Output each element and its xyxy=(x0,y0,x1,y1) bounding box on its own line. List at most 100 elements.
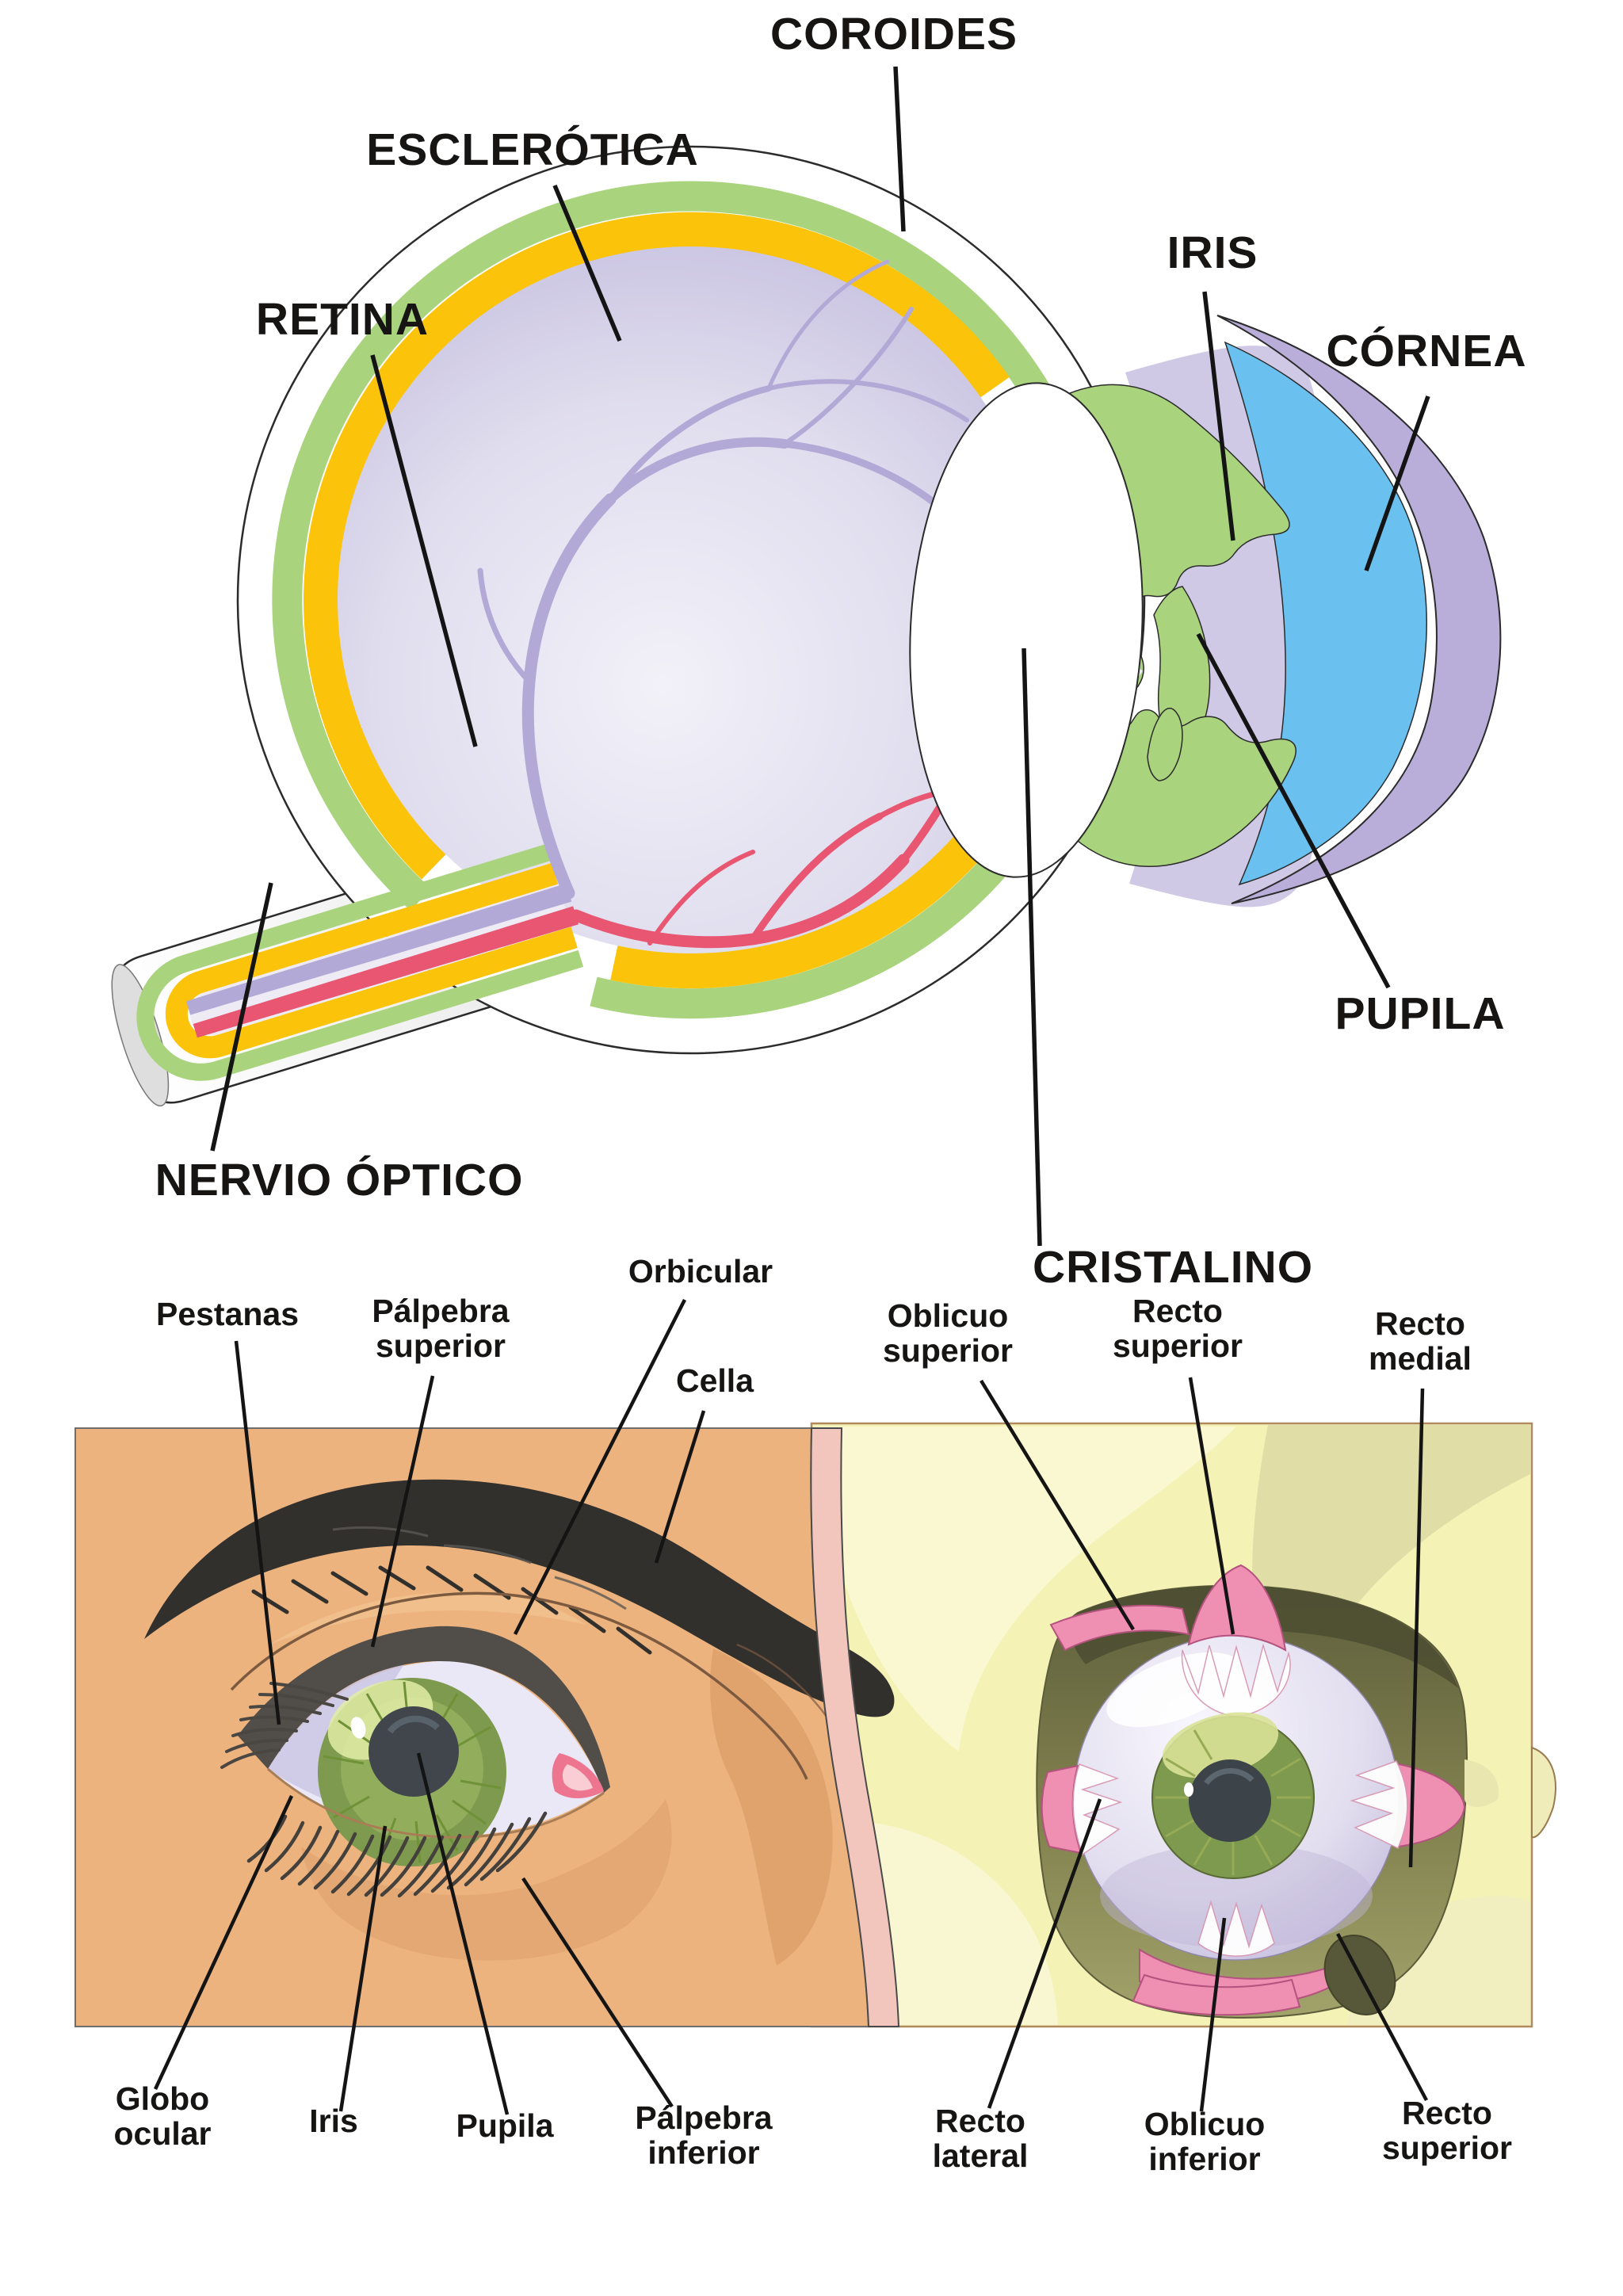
under-eye-shadow xyxy=(301,1799,672,1961)
external-eye-labels: Pestanas Pálpebra superior Orbicular Cel… xyxy=(113,1253,773,2171)
lens-cristalino xyxy=(909,382,1144,878)
pointer-esclerotica xyxy=(552,184,622,342)
stalk-nerve-fiber xyxy=(185,883,572,1015)
label-recto-superior-bottom-line1: Recto xyxy=(1402,2095,1492,2131)
medial-tendon xyxy=(1350,1760,1408,1850)
label-recto-medial-line1: Recto xyxy=(1375,1305,1465,1342)
pointer-oblicuo-inferior xyxy=(1199,1917,1227,2112)
eye-muscles-labels: Oblicuo superior Recto superior Recto me… xyxy=(883,1293,1512,2177)
stalk-retina-layer xyxy=(165,862,578,1059)
pointer-palpebra-inferior xyxy=(521,1877,674,2108)
label-oblicuo-inferior-line1: Oblicuo xyxy=(1144,2106,1266,2142)
muscle-tendons xyxy=(1072,1643,1408,1957)
label-palpebra-inferior-line2: inferior xyxy=(647,2134,759,2171)
pointer-oblicuo-superior xyxy=(980,1379,1135,1631)
superior-rectus-muscle xyxy=(1187,1564,1287,1652)
stalk-artery xyxy=(193,906,579,1038)
label-recto-lateral: Recto lateral xyxy=(933,1798,1102,2174)
eyeball-bottom-shade xyxy=(1100,1843,1373,1948)
catchlight xyxy=(350,1717,366,1739)
label-globo-ocular-line1: Globo xyxy=(116,2080,209,2117)
label-coroides: COROIDES xyxy=(770,9,1018,232)
vitreous-body xyxy=(338,246,1044,953)
pointer-recto-medial xyxy=(1408,1388,1425,1868)
upper-eyelid-band xyxy=(238,1626,610,1793)
label-recto-superior-bottom: Recto superior xyxy=(1336,1932,1512,2166)
pointer-cornea xyxy=(1364,395,1430,571)
label-pupila-section: PUPILA xyxy=(1196,632,1505,1039)
choroid-arc-main xyxy=(272,181,1060,911)
label-oblicuo-inferior: Oblicuo inferior xyxy=(1144,1917,1266,2177)
eyebrow-hair-spikes xyxy=(251,1565,652,1655)
superior-oblique-muscle xyxy=(1049,1604,1190,1652)
label-coroides-text: COROIDES xyxy=(770,9,1018,59)
upper-outer-eyelashes xyxy=(220,1682,349,1769)
label-globo-ocular: Globo ocular xyxy=(113,1795,294,2152)
lower-eyelashes xyxy=(246,1811,548,1898)
label-recto-lateral-line2: lateral xyxy=(933,2137,1029,2174)
label-retina-text: RETINA xyxy=(256,294,429,345)
label-palpebra-superior-line1: Pálpebra xyxy=(372,1293,510,1329)
optic-nerve-core xyxy=(136,843,584,1081)
eyebrow-strands xyxy=(332,1526,627,1610)
pointer-recto-superior-top xyxy=(1188,1377,1235,1635)
pointer-cristalino xyxy=(1022,648,1042,1247)
pointer-pestanas xyxy=(234,1340,281,1725)
label-globo-ocular-line2: ocular xyxy=(113,2115,211,2152)
label-pupila-section-text: PUPILA xyxy=(1335,988,1505,1039)
pointer-palpebra-superior xyxy=(370,1375,435,1648)
label-recto-superior-bottom-line2: superior xyxy=(1382,2130,1512,2166)
label-palpebra-inferior-line1: Pálpebra xyxy=(635,2099,773,2136)
label-recto-superior-top-line2: superior xyxy=(1113,1328,1243,1364)
label-palpebra-superior-line2: superior xyxy=(376,1328,506,1364)
pointer-cella xyxy=(654,1410,706,1564)
label-cella: Cella xyxy=(654,1362,754,1564)
cross-section-labels: COROIDES ESCLERÓTICA RETINA IRIS CÓRNEA … xyxy=(155,9,1526,1293)
zygomatic-pokeout xyxy=(1531,1746,1556,1839)
label-nervio-optico-text: NERVIO ÓPTICO xyxy=(155,1155,524,1205)
superior-tendon xyxy=(1181,1643,1291,1717)
label-oblicuo-superior: Oblicuo superior xyxy=(883,1297,1135,1631)
cornea-shape xyxy=(1216,315,1502,904)
label-esclerotica-text: ESCLERÓTICA xyxy=(366,124,699,175)
cross-section-diagram xyxy=(111,145,1502,1107)
label-iris-external-text: Iris xyxy=(309,2103,358,2139)
label-retina: RETINA xyxy=(256,294,478,747)
brow-bone-highlight xyxy=(269,1592,586,1645)
pointer-iris-external xyxy=(338,1825,388,2112)
pointer-globo-ocular xyxy=(153,1795,294,2090)
pointer-pupila-external xyxy=(416,1752,510,2115)
label-esclerotica: ESCLERÓTICA xyxy=(366,124,699,342)
eyebrow xyxy=(144,1479,895,1717)
pointer-pupila-section xyxy=(1196,632,1391,989)
bone-tab-right xyxy=(1465,1759,1499,1808)
label-palpebra-inferior: Pálpebra inferior xyxy=(521,1877,773,2171)
label-cella-text: Cella xyxy=(676,1362,754,1399)
pointer-nervio-optico xyxy=(210,882,273,1152)
label-cristalino: CRISTALINO xyxy=(1022,648,1312,1293)
label-cornea-text: CÓRNEA xyxy=(1326,326,1526,376)
label-orbicular-text: Orbicular xyxy=(628,1253,773,1289)
label-orbicular: Orbicular xyxy=(513,1253,773,1636)
label-iris-section-text: IRIS xyxy=(1167,227,1258,278)
muscle-view-iris-spokes xyxy=(1155,1729,1311,1875)
label-pestanas: Pestanas xyxy=(156,1296,299,1725)
label-oblicuo-inferior-line2: inferior xyxy=(1148,2141,1260,2177)
eyelid-crease xyxy=(230,1591,808,1780)
label-recto-lateral-line1: Recto xyxy=(935,2103,1025,2139)
pointer-orbicular xyxy=(513,1298,687,1636)
label-nervio-optico: NERVIO ÓPTICO xyxy=(155,882,524,1205)
bone-highlight-upper-left xyxy=(813,1427,1236,1752)
pointer-coroides xyxy=(893,66,906,232)
caruncle-highlight xyxy=(562,1764,593,1791)
muscle-view-iris-highlight xyxy=(1162,1712,1279,1778)
temple-shadow xyxy=(710,1648,833,1966)
iris-leaf-bottom xyxy=(1147,707,1183,781)
label-palpebra-superior: Pálpebra superior xyxy=(370,1293,510,1648)
label-pestanas-text: Pestanas xyxy=(156,1296,299,1332)
label-cornea: CÓRNEA xyxy=(1326,326,1526,571)
label-pupila-external: Pupila xyxy=(416,1752,555,2144)
inferior-tendon xyxy=(1197,1900,1275,1957)
